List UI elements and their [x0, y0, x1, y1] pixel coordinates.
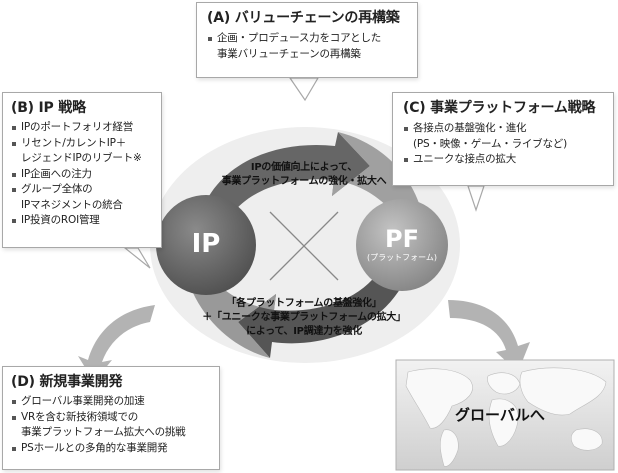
box-c-title: (C) 事業プラットフォーム戦略	[403, 100, 596, 116]
box-b-item: IPのポートフォリオ経営	[11, 120, 153, 136]
box-c-item-line: ユニークな接点の拡大	[413, 153, 516, 165]
cycle-bottom-text: 「各プラットフォームの基盤強化」 ＋「ユニークな事業プラットフォームの拡大」 に…	[188, 297, 420, 339]
box-a-item-line: 事業バリューチェーンの再構築	[217, 47, 361, 60]
box-d-item-line: PSホールとの多角的な事業開発	[21, 441, 168, 454]
box-b-item: グループ全体の IPマネジメントの統合	[11, 182, 153, 213]
box-c-item-line: (PS・映像・ゲーム・ライブなど)	[413, 137, 567, 150]
ring-top-arc	[202, 132, 370, 214]
world-map-icon	[405, 367, 607, 467]
global-label: グローバルへ	[455, 406, 545, 424]
cycle-top-line-1: IPの価値向上によって、	[250, 162, 358, 173]
box-b-item-line: IPマネジメントの統合	[21, 198, 123, 211]
cross-line-2	[269, 211, 339, 281]
box-d-item-line: VRを含む新技術領域での	[21, 410, 139, 423]
cycle-bottom-line-3: によって、IP調達力を強化	[246, 326, 362, 337]
pf-label-sub: (プラットフォーム)	[366, 253, 437, 262]
box-b-item: IP企画への注力	[11, 167, 153, 183]
box-d-item: グローバル事業開発の加速	[11, 394, 211, 410]
pf-label-main: PF	[385, 225, 419, 253]
pf-label: PF (プラットフォーム)	[356, 225, 448, 263]
ip-circle	[156, 195, 256, 295]
arrow-to-new-business	[78, 305, 155, 382]
box-b-item: リセント/カレントIP＋ レジェンドIPのリブート※	[11, 136, 153, 167]
box-value-chain: (A) バリューチェーンの再構築 企画・プロデュース力をコアとした 事業バリュー…	[196, 2, 418, 78]
box-d-item-line: 事業プラットフォーム拡大への挑戦	[21, 426, 186, 438]
box-b-item-line: リセント/カレントIP＋	[21, 136, 127, 149]
box-b-pointer	[123, 247, 151, 269]
box-c-item-line: 各接点の基盤強化・進化	[413, 122, 527, 134]
box-b-title: (B) IP 戦略	[11, 100, 86, 116]
box-a-title: (A) バリューチェーンの再構築	[207, 10, 400, 26]
box-a-item-line: 企画・プロデュース力をコアとした	[217, 32, 382, 44]
box-b-item-line: IP企画への注力	[21, 167, 92, 180]
cycle-top-line-2: 事業プラットフォームの強化・拡大へ	[221, 176, 387, 187]
ring-bottom-light	[190, 276, 276, 358]
box-b-item-line: グループ全体の	[21, 183, 93, 195]
cycle-top-text: IPの価値向上によって、 事業プラットフォームの強化・拡大へ	[208, 161, 400, 189]
box-c-item: 各接点の基盤強化・進化 (PS・映像・ゲーム・ライブなど)	[403, 121, 603, 152]
cycle-bottom-line-2: ＋「ユニークな事業プラットフォームの拡大」	[202, 312, 406, 323]
box-d-item: VRを含む新技術領域での 事業プラットフォーム拡大への挑戦	[11, 410, 211, 441]
cycle-bottom-line-1: 「各プラットフォームの基盤強化」	[226, 298, 382, 309]
ip-label: IP	[191, 229, 221, 259]
ring-bottom-arc	[238, 268, 410, 358]
box-d-item-line: グローバル事業開発の加速	[21, 395, 145, 407]
arrow-to-global	[448, 300, 530, 372]
ring-top-light	[332, 132, 420, 214]
box-platform-strategy: (C) 事業プラットフォーム戦略 各接点の基盤強化・進化 (PS・映像・ゲーム・…	[392, 92, 614, 186]
box-d-title: (D) 新規事業開発	[11, 374, 123, 390]
box-b-item: IP投資のROI管理	[11, 213, 153, 229]
box-ip-strategy: (B) IP 戦略 IPのポートフォリオ経営 リセント/カレントIP＋ レジェン…	[2, 92, 162, 248]
box-c-pointer	[467, 185, 485, 212]
box-b-item-line: IPのポートフォリオ経営	[21, 121, 134, 133]
pf-circle	[356, 199, 448, 291]
box-new-business: (D) 新規事業開発 グローバル事業開発の加速 VRを含む新技術領域での 事業プ…	[2, 366, 220, 470]
box-a-item: 企画・プロデュース力をコアとした 事業バリューチェーンの再構築	[207, 31, 407, 62]
box-b-item-line: IP投資のROI管理	[21, 214, 100, 226]
box-c-item: ユニークな接点の拡大	[403, 152, 603, 168]
box-b-item-line: レジェンドIPのリブート※	[21, 152, 142, 164]
box-d-item: PSホールとの多角的な事業開発	[11, 441, 211, 457]
box-a-pointer	[288, 77, 320, 102]
